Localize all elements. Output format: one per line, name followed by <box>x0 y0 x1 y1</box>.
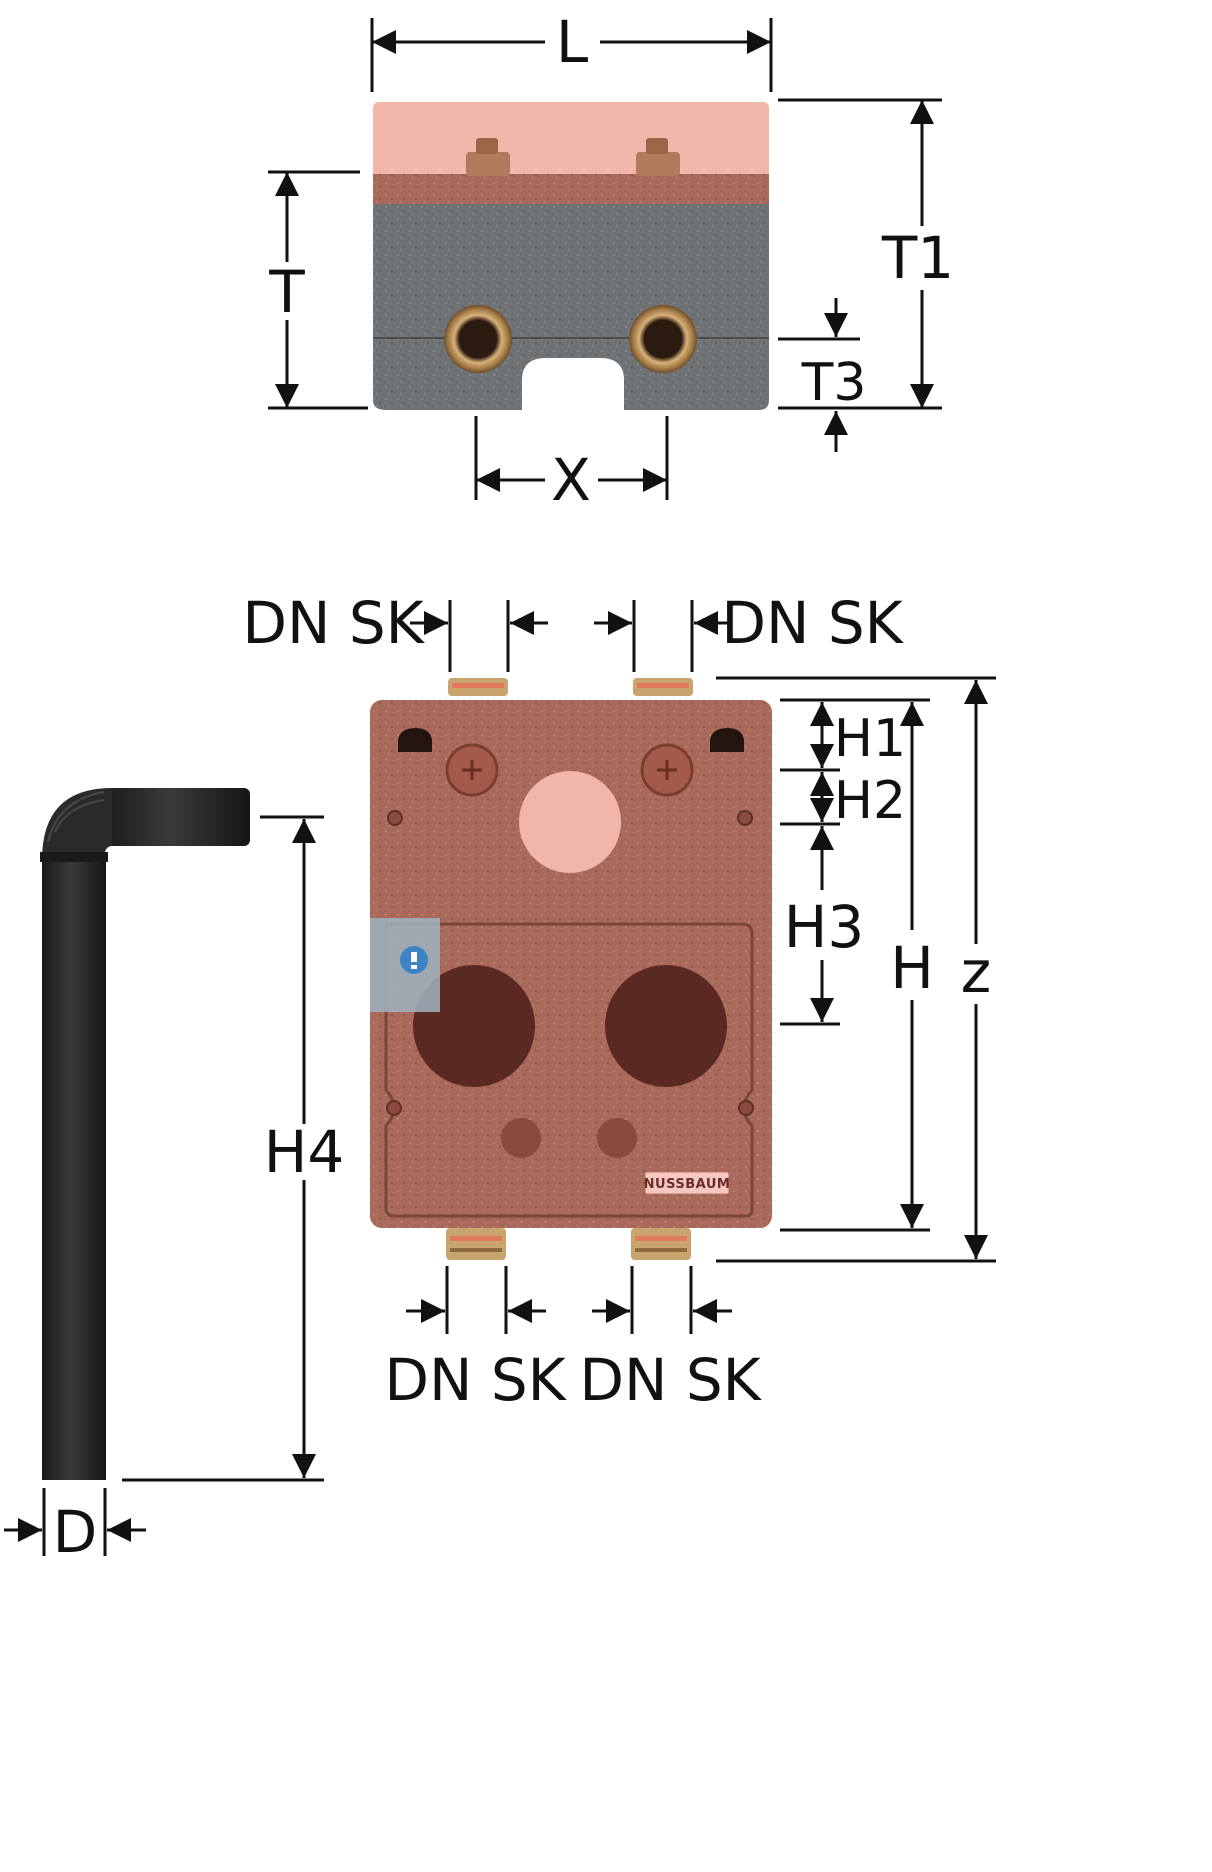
dimension-label-d: D <box>53 1498 98 1566</box>
valve-knob-right <box>640 743 694 797</box>
bump-left <box>501 1118 541 1158</box>
dimension-label-h: H <box>890 934 934 1002</box>
valve-knob-left <box>445 743 499 797</box>
dimension-label-z: z <box>961 938 991 1006</box>
fitting-top-right <box>633 678 693 696</box>
dimension-label-h1: H1 <box>834 709 906 769</box>
port-cover-right <box>605 965 727 1087</box>
screw-bottom-right <box>738 1100 754 1116</box>
dimension-label-t: T <box>268 258 305 326</box>
top-body <box>373 204 769 410</box>
dimension-label-l: L <box>556 8 588 76</box>
front-body <box>370 700 772 1228</box>
top-port-right <box>629 305 697 373</box>
dimension-label-dn-sk-bottom-right: DN SK <box>579 1346 762 1414</box>
slot-left <box>398 728 432 752</box>
dimension-label-h3: H3 <box>784 893 865 961</box>
top-view: L T T1 T3 <box>268 8 954 514</box>
bump-right <box>597 1118 637 1158</box>
dimension-label-dn-sk-top-right: DN SK <box>721 589 904 657</box>
dimension-label-x: X <box>551 446 591 514</box>
dimension-label-t1: T1 <box>881 224 954 292</box>
dimension-label-h4: H4 <box>264 1118 345 1186</box>
top-valve-stem-left <box>466 138 510 176</box>
brand-label: NUSSBAUM <box>644 1171 731 1195</box>
slot-right <box>710 728 744 752</box>
elbow-pipe: H4 D <box>4 788 344 1566</box>
dimension-label-dn-sk-bottom-left: DN SK <box>384 1346 567 1414</box>
dimension-label-dn-sk-top-left: DN SK <box>242 589 425 657</box>
fitting-bottom-right <box>631 1228 691 1260</box>
center-cover-disc <box>519 771 621 873</box>
front-view: NUSSBAUM DN SK DN SK DN SK <box>242 589 996 1414</box>
info-sticker <box>370 918 440 1012</box>
brand-logo: NUSSBAUM <box>644 1177 731 1192</box>
top-cover <box>373 102 769 184</box>
fitting-top-left <box>448 678 508 696</box>
screw-bottom-left <box>386 1100 402 1116</box>
top-port-left <box>444 305 512 373</box>
fitting-bottom-left <box>446 1228 506 1260</box>
dimension-label-t3: T3 <box>801 353 867 413</box>
top-valve-stem-right <box>636 138 680 176</box>
screw-top-right <box>737 810 753 826</box>
top-lid-band <box>373 174 769 204</box>
front-inner-panel <box>384 922 754 1218</box>
screw-top-left <box>387 810 403 826</box>
port-cover-left <box>413 965 535 1087</box>
dimension-label-h2: H2 <box>834 771 906 831</box>
